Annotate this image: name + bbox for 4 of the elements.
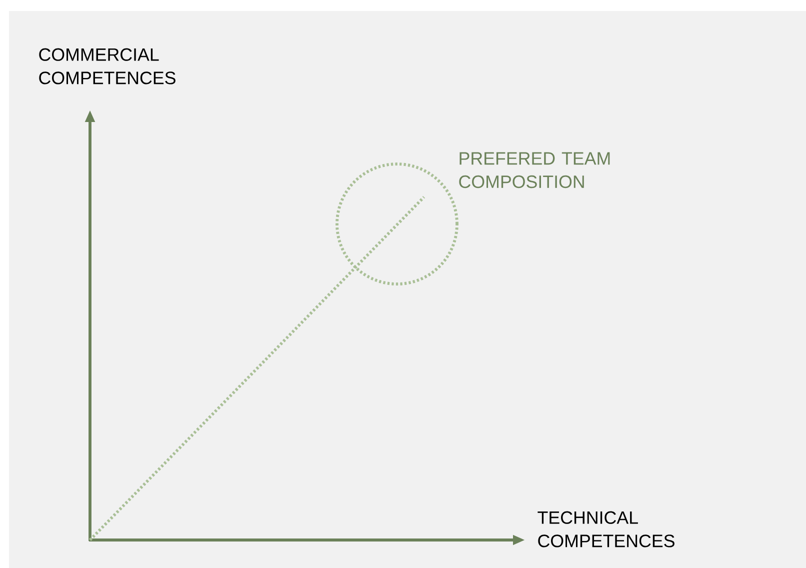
axis-label: TECHNICAL COMPETENCES: [538, 511, 674, 548]
dotted-circle: [336, 162, 458, 286]
circle-caption: PREFERED TEAM COMPOSITION: [459, 152, 610, 188]
axis-label: COMMERCIAL COMPETENCES: [39, 48, 176, 84]
